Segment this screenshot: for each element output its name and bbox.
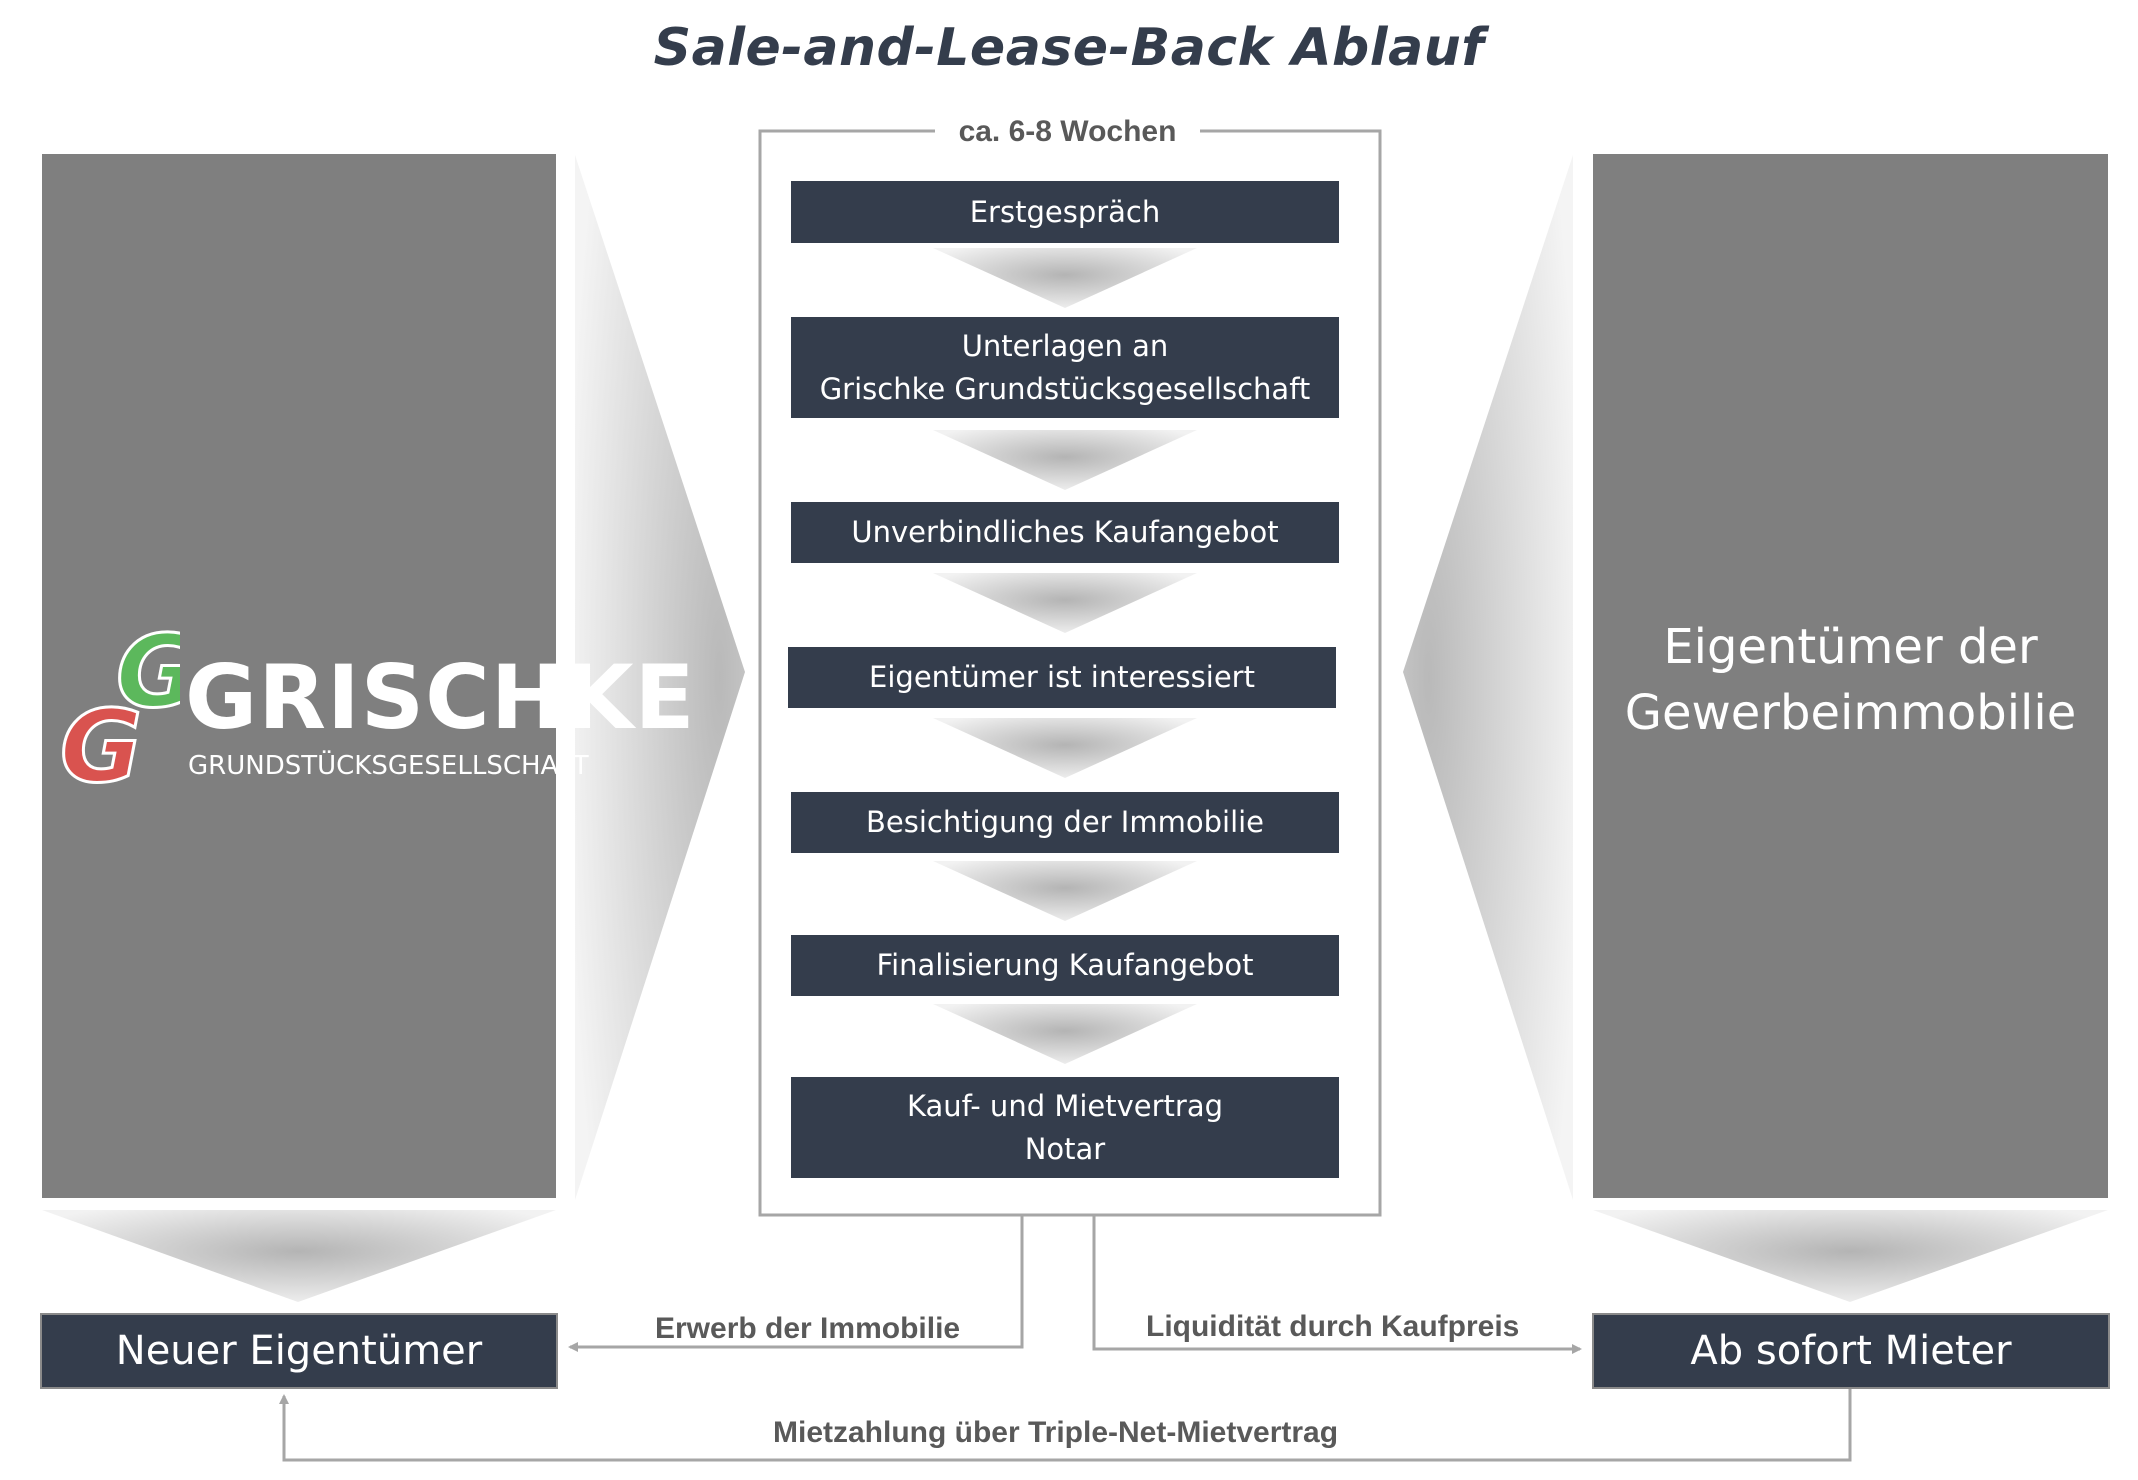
left-down-triangle <box>42 1210 556 1302</box>
logo-gg-icon: G G <box>60 616 180 796</box>
right-chevron-arrow <box>1403 155 1573 1200</box>
flow-bottom-line <box>279 1387 1852 1462</box>
tenant-box: Ab sofort Mieter <box>1592 1313 2110 1389</box>
flow-label-mietzahlung: Mietzahlung über Triple-Net-Mietvertrag <box>773 1416 1339 1449</box>
step-connector-triangles <box>933 248 1197 1064</box>
left-panel: G G GRISCHKE GRUNDSTÜCKSGESELLSCHAFT <box>42 154 695 1198</box>
flow-label-erwerb: Erwerb der Immobilie <box>655 1312 961 1345</box>
step-eigentuemer-interessiert: Eigentümer ist interessiert <box>788 647 1336 708</box>
flow-left-line <box>568 1215 1024 1352</box>
new-owner-box: Neuer Eigentümer <box>40 1313 558 1389</box>
right-panel-text: Eigentümer der Gewerbeimmobilie <box>1624 619 2077 741</box>
svg-text:G: G <box>116 616 180 730</box>
right-panel: Eigentümer der Gewerbeimmobilie <box>1593 154 2108 1198</box>
flow-label-liquiditaet: Liquidität durch Kaufpreis <box>1146 1310 1520 1343</box>
logo-name: GRISCHKE <box>185 646 696 749</box>
page-title: Sale-and-Lease-Back Ablauf <box>653 18 1485 78</box>
step-erstgespraech: Erstgespräch <box>791 181 1339 243</box>
step-finalisierung: Finalisierung Kaufangebot <box>791 935 1339 996</box>
duration-label: ca. 6-8 Wochen <box>935 112 1200 152</box>
logo: G G GRISCHKE GRUNDSTÜCKSGESELLSCHAFT <box>60 616 695 796</box>
svg-text:G: G <box>60 688 142 796</box>
left-chevron-arrow <box>575 155 745 1200</box>
flow-right-line <box>1092 1215 1582 1354</box>
step-kaufangebot: Unverbindliches Kaufangebot <box>791 502 1339 563</box>
logo-subtitle: GRUNDSTÜCKSGESELLSCHAFT <box>188 751 589 781</box>
step-besichtigung: Besichtigung der Immobilie <box>791 792 1339 853</box>
step-unterlagen: Unterlagen an Grischke Grundstücksgesell… <box>791 317 1339 418</box>
right-down-triangle <box>1593 1210 2108 1302</box>
step-kaufvertrag-notar: Kauf- und Mietvertrag Notar <box>791 1077 1339 1178</box>
